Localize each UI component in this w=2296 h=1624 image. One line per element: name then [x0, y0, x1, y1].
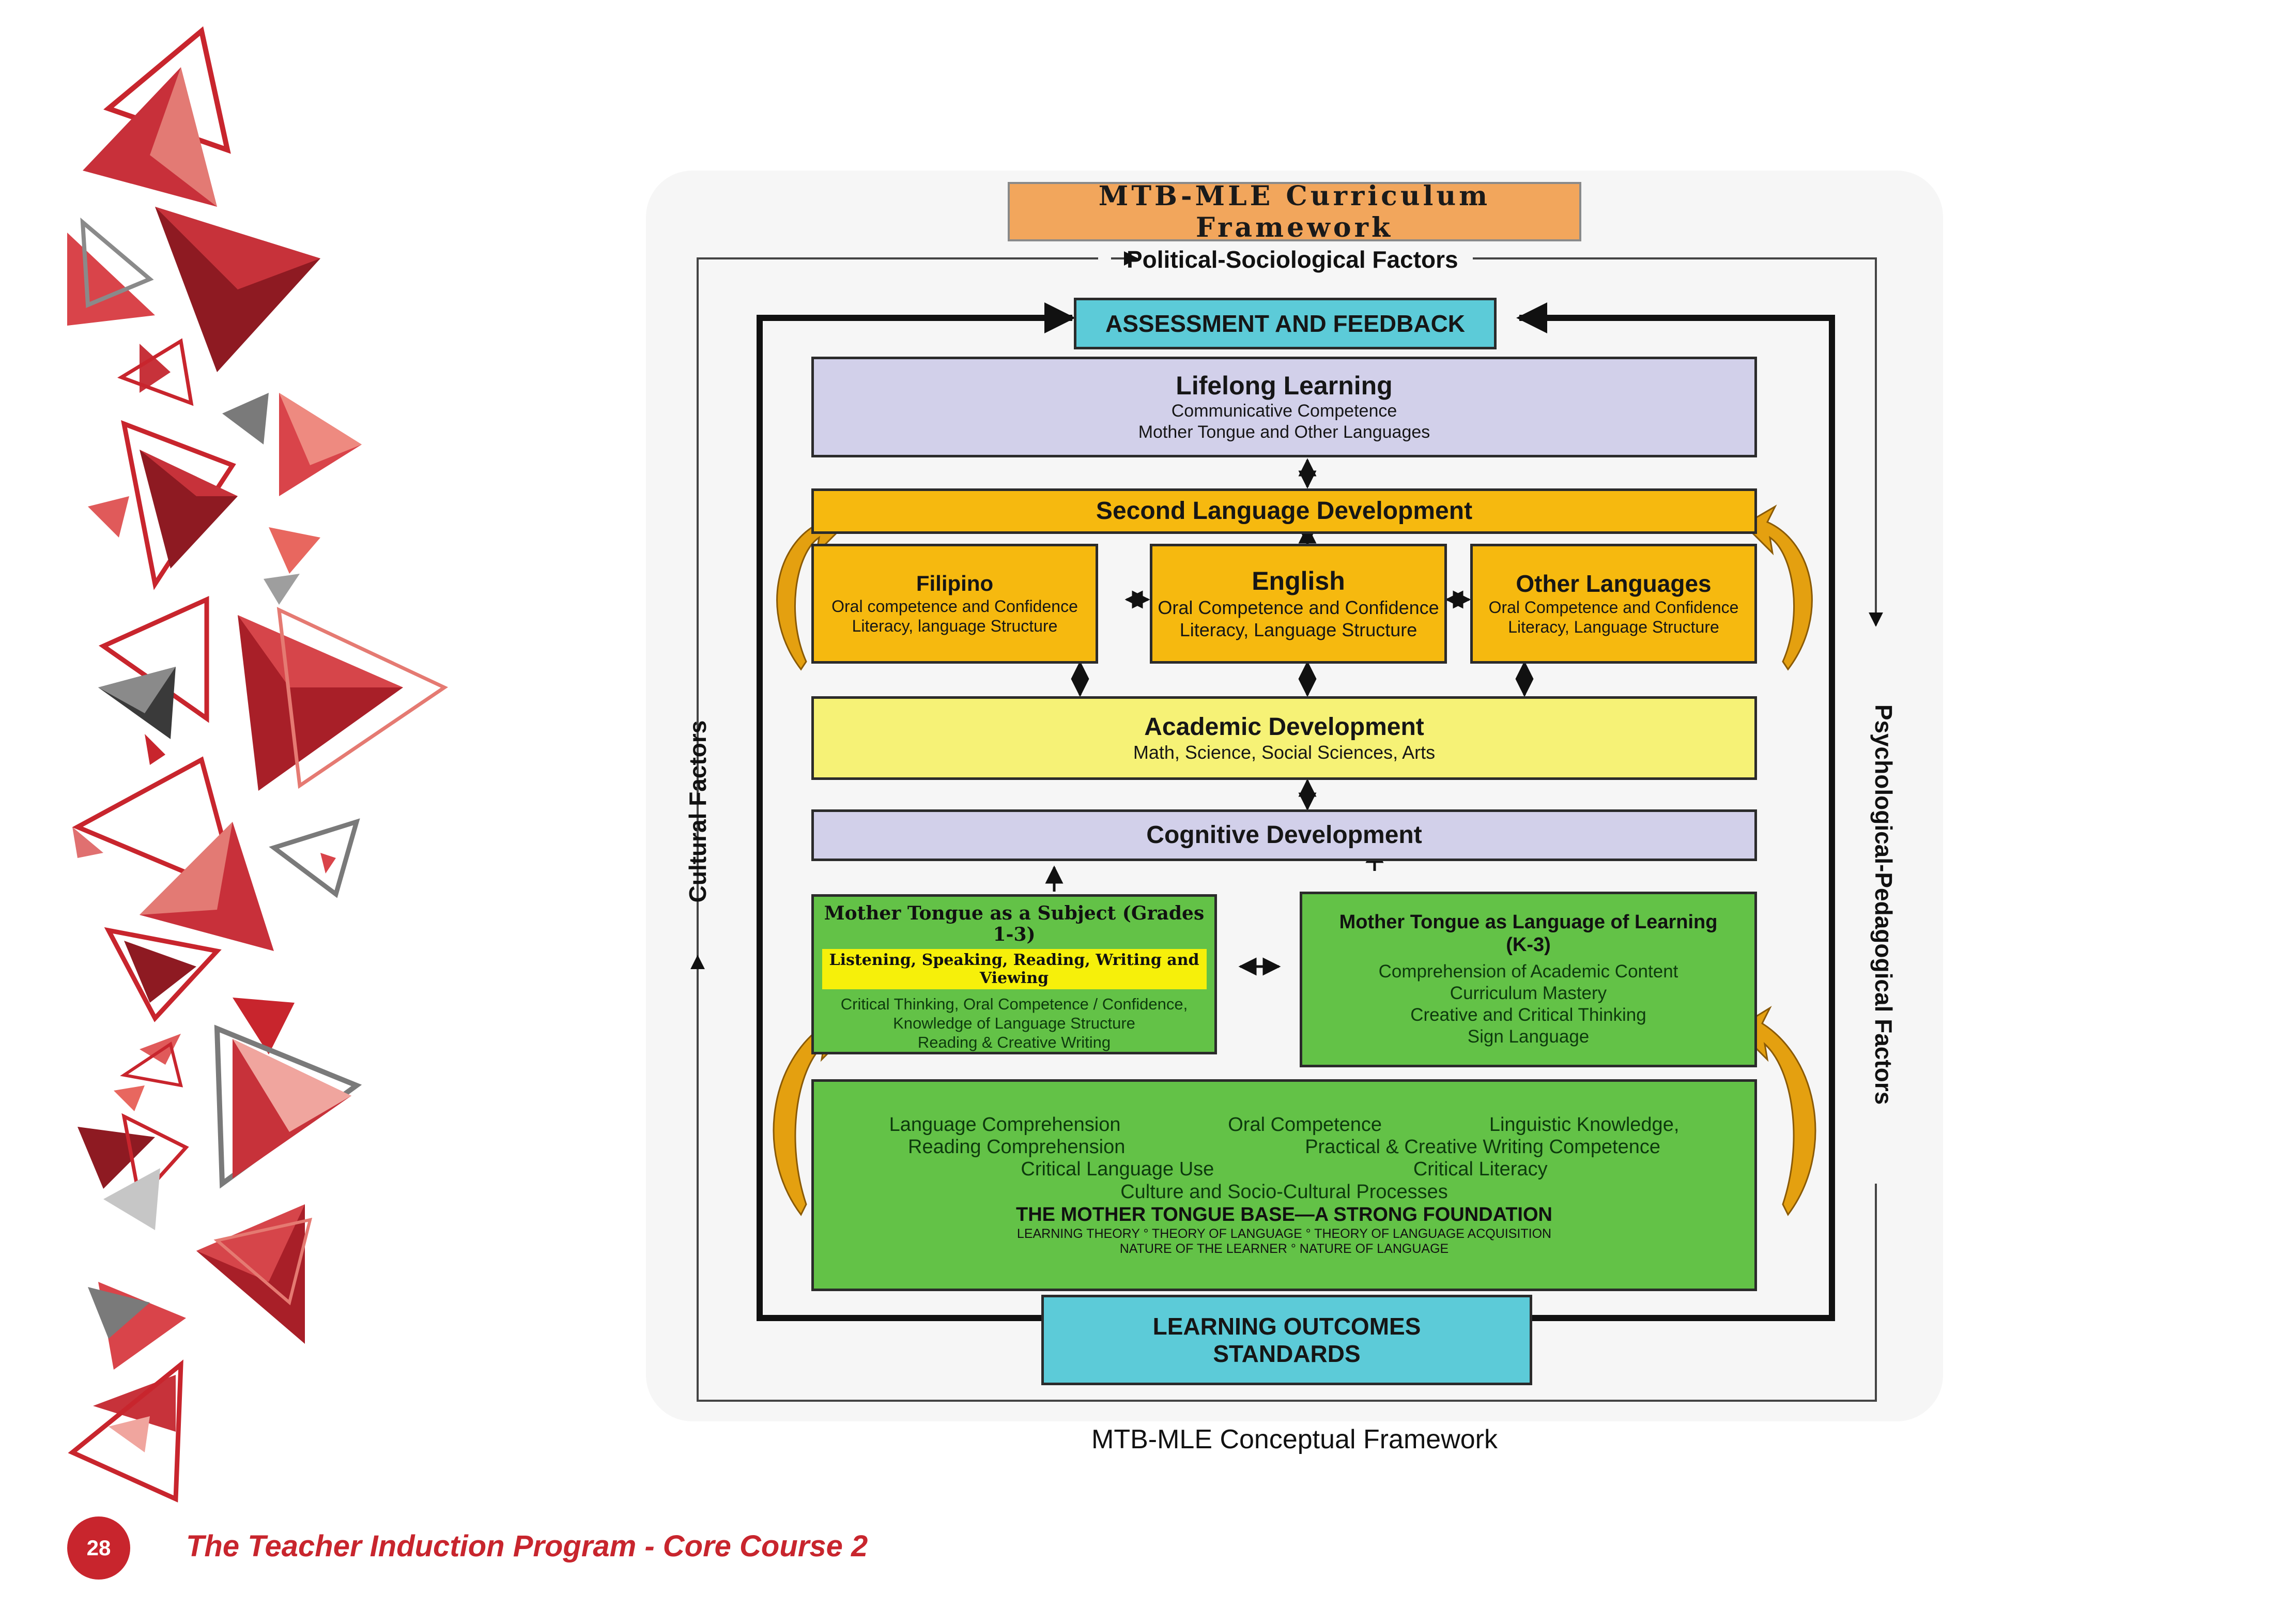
other-languages-box: Other Languages Oral Competence and Conf… [1470, 544, 1757, 664]
foundation-theories: LEARNING THEORY ° THEORY OF LANGUAGE ° T… [1016, 1227, 1552, 1242]
learning-outcomes-line2: STANDARDS [1213, 1340, 1361, 1367]
level-arrows [1045, 458, 1534, 976]
foundation-mother-tongue-base: THE MOTHER TONGUE BASE—A STRONG FOUNDATI… [1016, 1204, 1552, 1226]
assessment-feedback-text: ASSESSMENT AND FEEDBACK [1105, 310, 1466, 337]
political-sociological-label: Political-Sociological Factors [1127, 246, 1458, 273]
filipino-title: Filipino [916, 571, 994, 596]
figure-caption: MTB-MLE Conceptual Framework [1091, 1424, 1498, 1454]
mt-subject-line1: Critical Thinking, Oral Competence / Con… [840, 994, 1188, 1013]
triangle-cluster [67, 26, 449, 1503]
foundation-culture: Culture and Socio-Cultural Processes [1120, 1181, 1448, 1203]
foundation-critical-literacy: Critical Literacy [1413, 1158, 1548, 1180]
foundation-linguistic-knowledge: Linguistic Knowledge, [1489, 1113, 1679, 1136]
assessment-feedback-box: ASSESSMENT AND FEEDBACK [1074, 298, 1497, 349]
curved-gold-arrows [773, 504, 1816, 1216]
second-language-text: Second Language Development [1096, 497, 1473, 525]
feedback-loop [757, 302, 1835, 1321]
foundation-writing-competence: Practical & Creative Writing Competence [1305, 1136, 1660, 1158]
foundation-row1: Language Comprehension Oral Competence L… [889, 1114, 1679, 1136]
learning-outcomes-box: LEARNING OUTCOMES STANDARDS [1041, 1295, 1532, 1385]
other-languages-line2: Literacy, Language Structure [1508, 618, 1719, 637]
academic-development-title: Academic Development [1144, 713, 1424, 741]
framework-connectors [690, 251, 1883, 1402]
mt-subject-title: Mother Tongue as a Subject (Grades 1-3) [824, 902, 1205, 946]
footer-title: The Teacher Induction Program - Core Cou… [186, 1529, 868, 1563]
mt-subject-box: Mother Tongue as a Subject (Grades 1-3) … [811, 894, 1217, 1054]
lifelong-learning-title: Lifelong Learning [1176, 371, 1393, 400]
lifelong-learning-line1: Communicative Competence [1171, 401, 1397, 421]
page-number-badge: 28 [67, 1516, 130, 1580]
framework-title: MTB-MLE Curriculum Framework [1008, 180, 1581, 243]
other-languages-title: Other Languages [1516, 570, 1712, 597]
mt-subject-line3: Reading & Creative Writing [917, 1033, 1111, 1052]
foundation-oral-competence: Oral Competence [1228, 1113, 1382, 1136]
academic-development-line1: Math, Science, Social Sciences, Arts [1133, 742, 1436, 763]
psych-pedagogical-label: Psychological-Pedagogical Factors [1870, 704, 1897, 1105]
foundation-row2: Reading Comprehension Practical & Creati… [908, 1136, 1660, 1158]
foundation-reading-comprehension: Reading Comprehension [908, 1136, 1126, 1158]
foundation-box: Language Comprehension Oral Competence L… [811, 1079, 1757, 1291]
english-box: English Oral Competence and Confidence L… [1150, 544, 1447, 664]
mt-language-title: Mother Tongue as Language of Learning [1339, 911, 1718, 933]
framework-title-text: MTB-MLE Curriculum Framework [1098, 180, 1491, 243]
cognitive-development-text: Cognitive Development [1146, 821, 1422, 849]
english-line2: Literacy, Language Structure [1179, 619, 1417, 640]
mt-language-box: Mother Tongue as Language of Learning (K… [1300, 892, 1757, 1067]
mt-language-line4: Sign Language [1467, 1026, 1590, 1047]
mt-language-line3: Creative and Critical Thinking [1410, 1004, 1646, 1025]
other-languages-line1: Oral Competence and Confidence [1488, 598, 1739, 617]
mt-subject-line2: Knowledge of Language Structure [893, 1014, 1135, 1032]
filipino-line1: Oral competence and Confidence [831, 596, 1078, 616]
academic-development-box: Academic Development Math, Science, Soci… [811, 696, 1757, 780]
second-language-box: Second Language Development [811, 488, 1757, 534]
learning-outcomes-line1: LEARNING OUTCOMES [1152, 1312, 1421, 1340]
mt-language-line2: Curriculum Mastery [1450, 983, 1607, 1003]
mt-language-title2: (K-3) [1506, 934, 1551, 956]
mt-subject-highlight: Listening, Speaking, Reading, Writing an… [822, 948, 1207, 989]
framework-figure: MTB-MLE Curriculum Framework Political-S… [646, 171, 1943, 1421]
outer-factor-frame [690, 251, 1883, 1402]
english-line1: Oral Competence and Confidence [1158, 596, 1439, 618]
foundation-row3: Critical Language Use Critical Literacy [1021, 1158, 1547, 1181]
mt-language-line1: Comprehension of Academic Content [1378, 961, 1678, 982]
english-title: English [1252, 566, 1345, 596]
filipino-line2: Literacy, language Structure [852, 617, 1058, 636]
cultural-factors-label: Cultural Factors [684, 720, 711, 903]
lifelong-learning-box: Lifelong Learning Communicative Competen… [811, 357, 1757, 457]
foundation-nature: NATURE OF THE LEARNER ° NATURE OF LANGUA… [1119, 1242, 1449, 1257]
foundation-critical-language-use: Critical Language Use [1021, 1158, 1214, 1180]
filipino-box: Filipino Oral competence and Confidence … [811, 544, 1098, 664]
lifelong-learning-line2: Mother Tongue and Other Languages [1138, 422, 1430, 442]
foundation-language-comprehension: Language Comprehension [889, 1113, 1121, 1136]
cognitive-development-box: Cognitive Development [811, 809, 1757, 861]
